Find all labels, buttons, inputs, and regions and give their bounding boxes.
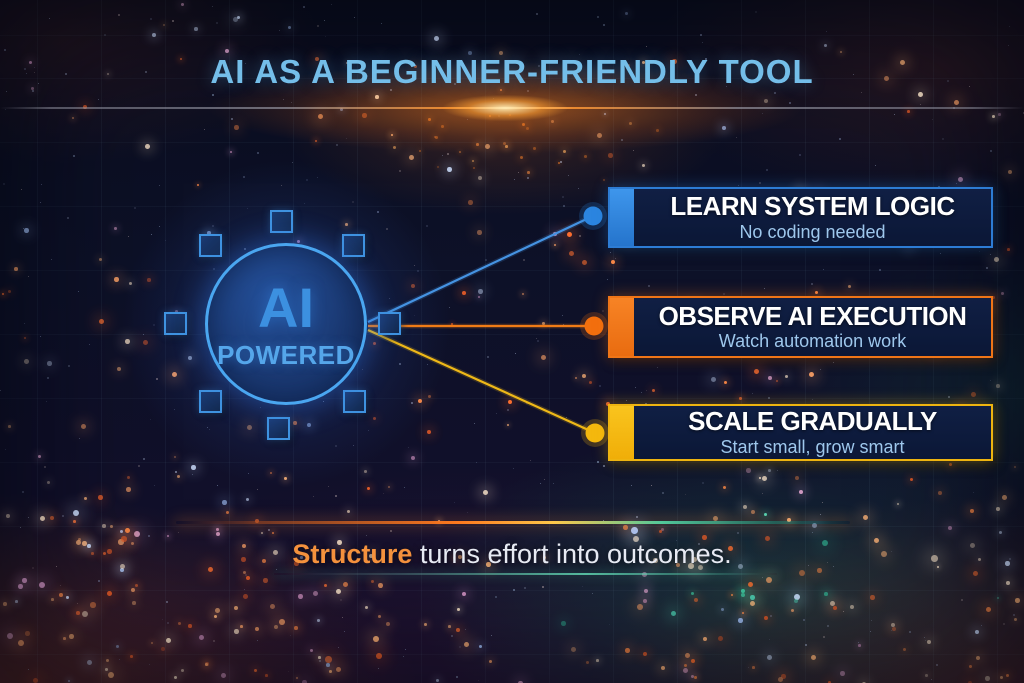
footer-highlight: Structure <box>292 539 413 569</box>
node-square-sw <box>199 390 222 413</box>
card-subtitle: Start small, grow smart <box>720 436 905 457</box>
footer-text: turns effort into outcomes. <box>412 539 732 569</box>
card-body: LEARN SYSTEM LOGIC No coding needed <box>634 189 991 246</box>
card-accent-bar-orange <box>610 298 634 356</box>
node-square-nw <box>199 234 222 257</box>
connector-line-blue <box>367 215 594 323</box>
node-square-n <box>270 210 293 233</box>
node-square-w <box>164 312 187 335</box>
connector-dot-blue <box>583 206 603 226</box>
card-body: OBSERVE AI EXECUTION Watch automation wo… <box>634 298 991 356</box>
card-title: SCALE GRADUALLY <box>688 406 937 437</box>
card-accent-bar-yellow <box>610 406 634 459</box>
page-title: AI AS A BEGINNER-FRIENDLY TOOL <box>210 53 814 90</box>
hub-sublabel: POWERED <box>217 339 355 370</box>
card-subtitle: No coding needed <box>739 221 886 242</box>
node-square-s <box>267 417 290 440</box>
ai-hub-circle: AI POWERED <box>205 243 367 405</box>
card-title: LEARN SYSTEM LOGIC <box>670 191 955 222</box>
footer-glow-line-bottom <box>274 573 777 575</box>
card-accent-bar-blue <box>610 189 634 246</box>
node-square-se <box>343 390 366 413</box>
card-body: SCALE GRADUALLY Start small, grow smart <box>634 406 991 459</box>
hub-label: AI <box>258 275 314 339</box>
card-observe-ai-execution: OBSERVE AI EXECUTION Watch automation wo… <box>608 296 993 358</box>
footer-tagline: Structure turns effort into outcomes. <box>0 536 1024 572</box>
connector-dot-orange <box>584 316 604 336</box>
divider-flare-core <box>443 95 567 121</box>
footer-glow-line-top <box>176 521 850 524</box>
card-title: OBSERVE AI EXECUTION <box>658 300 967 331</box>
connector-line-yellow <box>367 328 596 435</box>
card-scale-gradually: SCALE GRADUALLY Start small, grow smart <box>608 404 993 461</box>
connector-dot-yellow <box>585 423 605 443</box>
node-square-e <box>378 312 401 335</box>
node-square-ne <box>342 234 365 257</box>
card-learn-system-logic: LEARN SYSTEM LOGIC No coding needed <box>608 187 993 248</box>
card-subtitle: Watch automation work <box>718 331 907 352</box>
